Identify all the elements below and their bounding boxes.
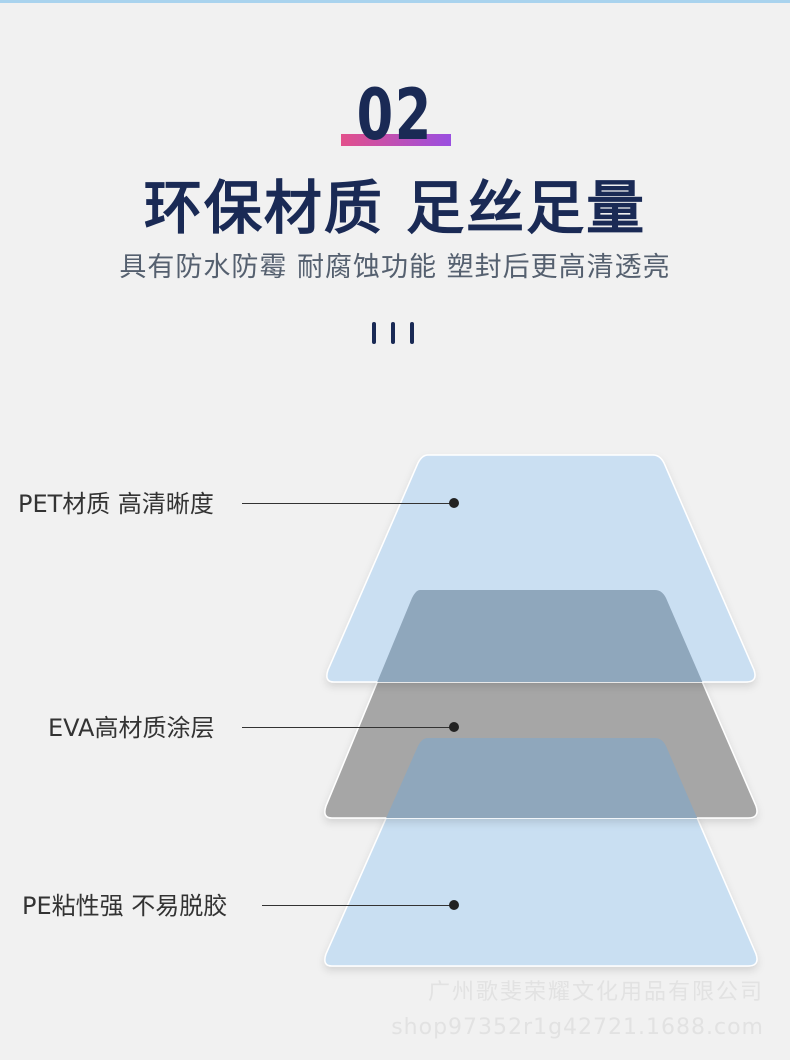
section-subtitle: 具有防水防霉 耐腐蚀功能 塑封后更高清透亮 [119,252,671,283]
section-title: 环保材质 足丝足量 [143,174,647,242]
watermark-shop-url: shop97352r1g42721.1688.com [391,1015,764,1040]
pet-eva-overlap [326,590,755,682]
divider-bars [372,322,414,344]
layer-label-pet: PET材质 高清晰度 [18,490,214,518]
section-number-wrap: 02 [0,80,790,150]
layer-label-eva: EVA高材质涂层 [48,714,215,742]
divider-bar [391,322,395,344]
divider-bar [410,322,414,344]
leader-line-pet [242,503,454,504]
section-number-block: 02 [341,74,451,156]
layer-label-pe: PE粘性强 不易脱胶 [22,892,228,920]
leader-line-pe [262,905,454,906]
number-highlight-bar [341,134,451,146]
divider-bar [372,322,376,344]
leader-line-eva [242,727,454,728]
leader-dot-eva [449,722,459,732]
watermark-company: 广州歌斐荣耀文化用品有限公司 [427,980,764,1005]
eva-pe-overlap [324,738,757,818]
top-border-line [0,0,790,3]
leader-dot-pet [449,498,459,508]
leader-dot-pe [449,900,459,910]
section-number: 02 [356,74,434,156]
